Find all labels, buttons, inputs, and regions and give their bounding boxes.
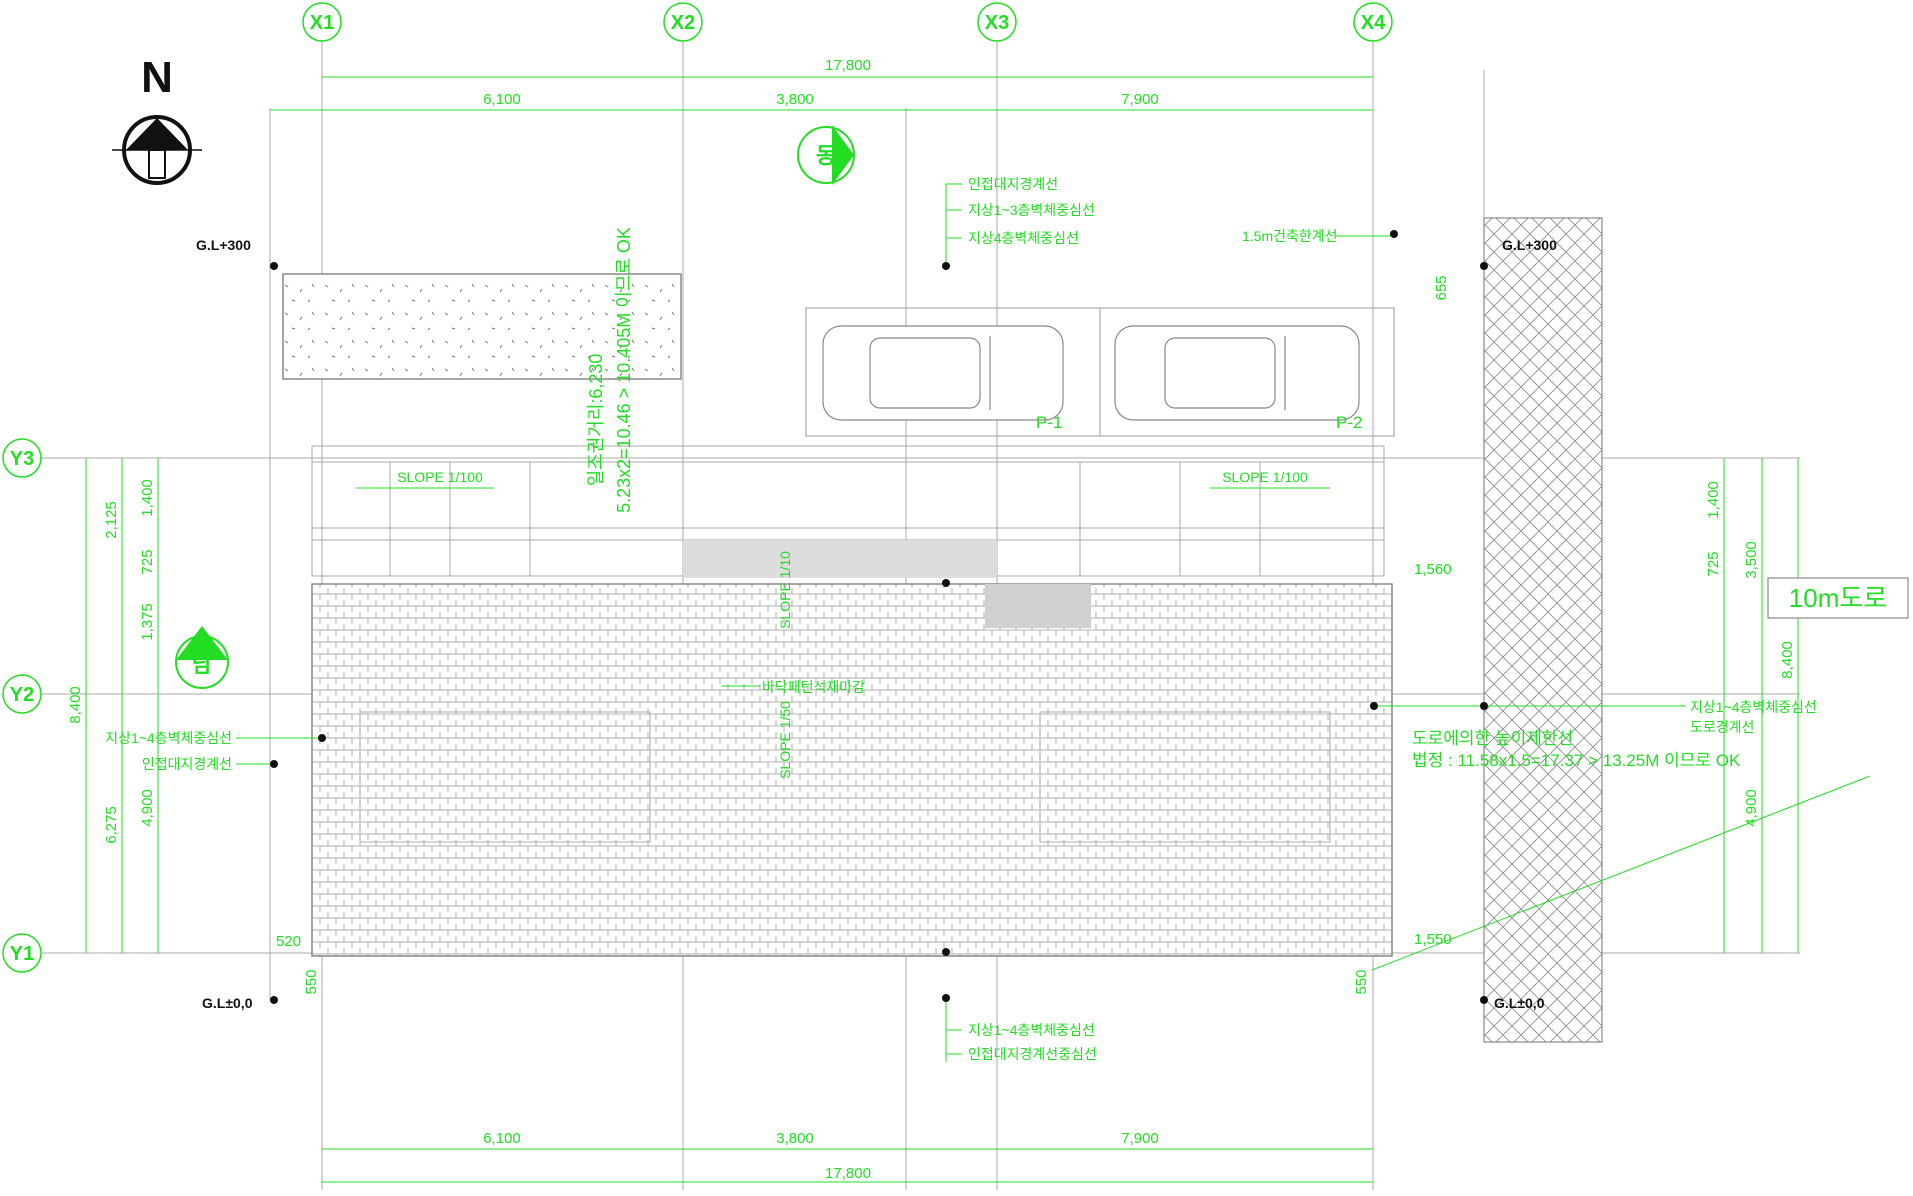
label-adjacent-boundary-left: 인접대지경계선 bbox=[142, 756, 232, 772]
dim-right-8400: 8,400 bbox=[1779, 641, 1796, 679]
right-dimensions bbox=[1723, 458, 1799, 953]
dim-right-725: 725 bbox=[1705, 551, 1722, 576]
slope-label-right: SLOPE 1/100 bbox=[1222, 469, 1308, 485]
grid-label-y3: Y3 bbox=[10, 448, 34, 470]
road-label-box: 10m도로 bbox=[1767, 577, 1909, 619]
grid-label-x1: X1 bbox=[310, 12, 334, 34]
dim-1560: 1,560 bbox=[1414, 561, 1452, 578]
level-gl-000-right: G.L±0,0 bbox=[1494, 995, 1545, 1011]
sunlight-distance-calc: 5.23x2=10.46 > 10.405M 이므로 OK bbox=[614, 227, 634, 513]
east-elevation-marker: 동 bbox=[797, 125, 855, 185]
grid-label-x3: X3 bbox=[985, 12, 1009, 34]
paved-plaza bbox=[311, 583, 1393, 957]
label-wall-1-4-right: 지상1~4층벽체중심선 bbox=[1690, 699, 1817, 715]
label-wall-1-4-bottom: 지상1~4층벽체중심선 bbox=[968, 1022, 1095, 1038]
dim-550-left: 550 bbox=[303, 969, 320, 994]
north-arrow: N bbox=[112, 53, 202, 185]
sunlight-distance-label: 일조권거리:6,230 bbox=[586, 354, 606, 487]
dim-top-seg1: 6,100 bbox=[483, 91, 521, 108]
dim-bottom-seg3: 7,900 bbox=[1121, 1130, 1159, 1147]
grid-bubble-x1: X1 bbox=[302, 2, 342, 42]
grid-bubble-x4: X4 bbox=[1353, 2, 1393, 42]
slope-label-mid: SLOPE 1/10 bbox=[777, 551, 793, 629]
dim-right-4900: 4,900 bbox=[1743, 789, 1760, 827]
dim-left-725: 725 bbox=[139, 549, 156, 574]
plaza-panel-left bbox=[359, 711, 651, 843]
dim-550-right: 550 bbox=[1353, 969, 1370, 994]
grid-label-y1: Y1 bbox=[10, 943, 34, 965]
east-label: 동 bbox=[816, 143, 836, 168]
paving-material-label: 바닥패턴석재마감 bbox=[762, 679, 865, 695]
south-elevation-marker: 남 bbox=[175, 626, 229, 689]
grid-bubble-x2: X2 bbox=[663, 2, 703, 42]
label-wall-1-4-left: 지상1~4층벽체중심선 bbox=[105, 730, 232, 746]
car-p1 bbox=[822, 325, 1064, 421]
label-road-boundary: 도로경계선 bbox=[1690, 719, 1754, 735]
road-height-limit-calc: 법정 : 11.58x1.5=17.37 > 13.25M 이므로 OK bbox=[1412, 751, 1741, 770]
dim-1550: 1,550 bbox=[1414, 931, 1452, 948]
label-adjacent-boundary: 인접대지경계선 bbox=[968, 176, 1058, 192]
car-p2 bbox=[1114, 325, 1360, 421]
plaza-panel-right bbox=[1039, 711, 1331, 843]
road-strip bbox=[1483, 217, 1603, 1043]
grid-label-x4: X4 bbox=[1361, 12, 1386, 34]
dim-right-1400: 1,400 bbox=[1705, 481, 1722, 519]
grid-bubble-y3: Y3 bbox=[2, 438, 42, 478]
dim-left-6275: 6,275 bbox=[103, 806, 120, 844]
slope-label-lower: SLOPE 1/50 bbox=[777, 701, 793, 779]
dim-left-2125: 2,125 bbox=[103, 501, 120, 539]
grid-bubble-y1: Y1 bbox=[2, 933, 42, 973]
dim-bottom-overall: 17,800 bbox=[825, 1165, 871, 1182]
left-dimensions bbox=[85, 458, 159, 953]
south-label: 남 bbox=[192, 652, 212, 677]
parking-label-p2: P-2 bbox=[1336, 413, 1362, 432]
dim-right-3500: 3,500 bbox=[1743, 541, 1760, 579]
level-gl-300-left: G.L+300 bbox=[196, 237, 251, 253]
label-wall-1-3: 지상1~3층벽체중심선 bbox=[968, 202, 1095, 218]
level-gl-000-left: G.L±0,0 bbox=[202, 995, 253, 1011]
parking-label-p1: P-1 bbox=[1036, 413, 1062, 432]
grid-bubble-y2: Y2 bbox=[2, 674, 42, 714]
dim-top-overall: 17,800 bbox=[825, 57, 871, 74]
label-wall-4: 지상4층벽체중심선 bbox=[968, 230, 1079, 246]
dim-left-total: 8,400 bbox=[67, 686, 84, 724]
dim-top-seg3: 7,900 bbox=[1121, 91, 1159, 108]
dim-655: 655 bbox=[1433, 275, 1450, 300]
road-height-limit-title: 도로에의한 높이제한선 bbox=[1412, 729, 1573, 748]
dim-left-4900: 4,900 bbox=[139, 789, 156, 827]
ramp-shade bbox=[683, 540, 997, 578]
dim-left-1375: 1,375 bbox=[139, 603, 156, 641]
drain-cover bbox=[985, 584, 1091, 628]
grid-label-y2: Y2 bbox=[10, 684, 34, 706]
top-dimensions bbox=[270, 76, 1373, 1183]
label-setback-line: 1.5m건축한계선 bbox=[1242, 228, 1338, 244]
level-gl-300-right: G.L+300 bbox=[1502, 237, 1557, 253]
dim-top-seg2: 3,800 bbox=[776, 91, 814, 108]
dim-520: 520 bbox=[276, 933, 301, 950]
north-label: N bbox=[141, 53, 173, 102]
dim-bottom-seg1: 6,100 bbox=[483, 1130, 521, 1147]
grid-label-x2: X2 bbox=[671, 12, 695, 34]
parking-area bbox=[805, 307, 1395, 437]
road-label: 10m도로 bbox=[1789, 583, 1887, 613]
dim-left-1400: 1,400 bbox=[139, 479, 156, 517]
label-adjacent-boundary-bottom: 인접대지경계선중심선 bbox=[968, 1046, 1097, 1062]
planter-area bbox=[282, 273, 682, 380]
grid-bubble-x3: X3 bbox=[977, 2, 1017, 42]
slope-label-left: SLOPE 1/100 bbox=[397, 469, 483, 485]
dim-bottom-seg2: 3,800 bbox=[776, 1130, 814, 1147]
